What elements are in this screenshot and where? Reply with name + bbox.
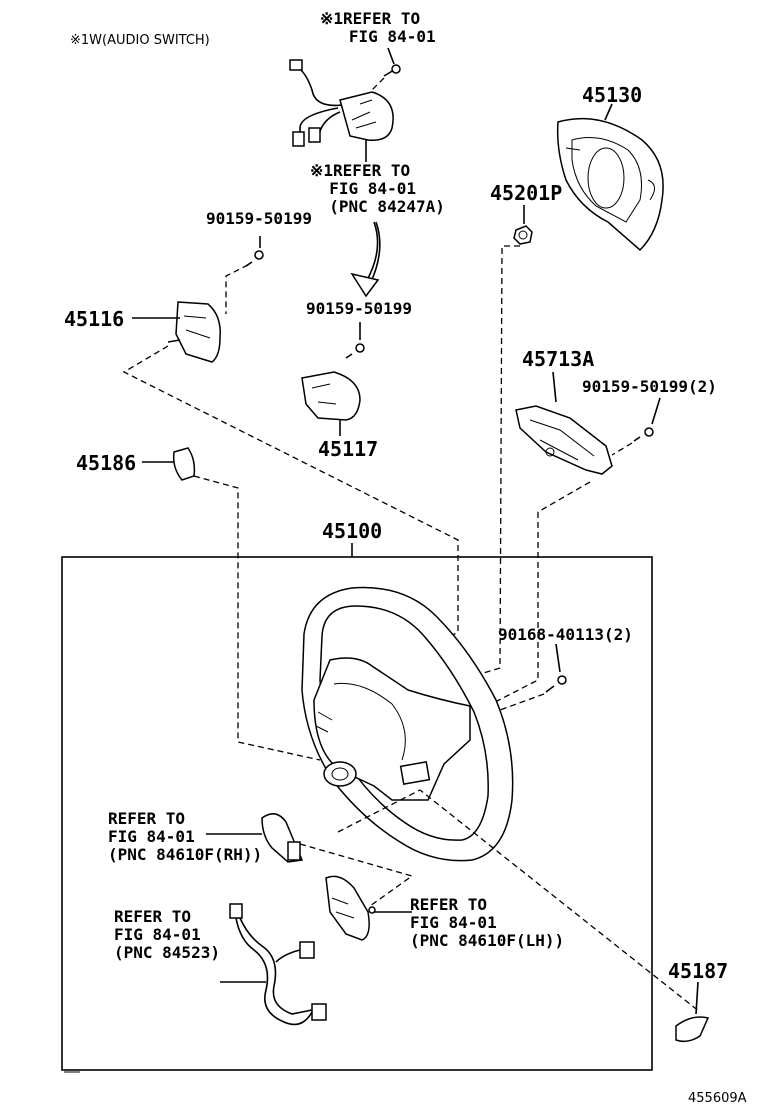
reference-fig-84-01-top: ※1REFER TO FIG 84-01 <box>320 9 436 46</box>
part-label-45187: 45187 <box>668 959 729 983</box>
screw-90159-b <box>345 322 365 359</box>
steering-wheel-45100 <box>301 586 514 862</box>
switch-45116 <box>132 301 221 363</box>
reference-pnc-84610F-rh: REFER TO FIG 84-01 (PNC 84610F(RH)) <box>108 809 263 864</box>
part-label-45130: 45130 <box>582 83 643 107</box>
part-label-90159-50199-a: 90159-50199 <box>206 209 312 228</box>
part-label-45117: 45117 <box>318 437 379 461</box>
screw-90159-c <box>633 397 661 442</box>
part-label-90159-50199-c: 90159-50199(2) <box>582 377 717 396</box>
audio-switch-upper <box>289 59 394 162</box>
bolt-90168 <box>545 643 567 693</box>
cover-45186 <box>142 447 196 481</box>
screw-top <box>369 64 401 93</box>
flow-arrow <box>365 221 379 283</box>
part-label-45186: 45186 <box>76 451 137 475</box>
reference-pnc-84523: REFER TO FIG 84-01 (PNC 84523) <box>114 907 220 962</box>
part-label-45201P: 45201P <box>490 181 563 205</box>
part-label-45713A: 45713A <box>522 347 595 371</box>
part-label-90168-40113: 90168-40113(2) <box>498 625 633 644</box>
screw-90159-a <box>245 236 264 267</box>
switch-45117 <box>301 371 361 436</box>
switch-rh-84610F <box>206 813 304 863</box>
airbag-45130 <box>556 103 664 252</box>
part-label-90159-50199-b: 90159-50199 <box>306 299 412 318</box>
assembly-frame <box>61 556 653 1071</box>
switch-lh-84610F <box>325 875 412 941</box>
bracket-45713A <box>515 371 613 475</box>
reference-pnc-84610F-lh: REFER TO FIG 84-01 (PNC 84610F(LH)) <box>410 895 565 950</box>
nut-45201P <box>513 205 533 245</box>
harness-84523 <box>220 903 327 1026</box>
audio-switch-note: ※1W(AUDIO SWITCH) <box>70 33 210 48</box>
diagram-id: 455609A <box>688 1091 747 1106</box>
cover-45187 <box>675 981 710 1043</box>
reference-fig-84-01-pnc-84247A: ※1REFER TO FIG 84-01 (PNC 84247A) <box>310 161 445 216</box>
part-label-45100: 45100 <box>322 519 383 543</box>
part-label-45116: 45116 <box>64 307 125 331</box>
